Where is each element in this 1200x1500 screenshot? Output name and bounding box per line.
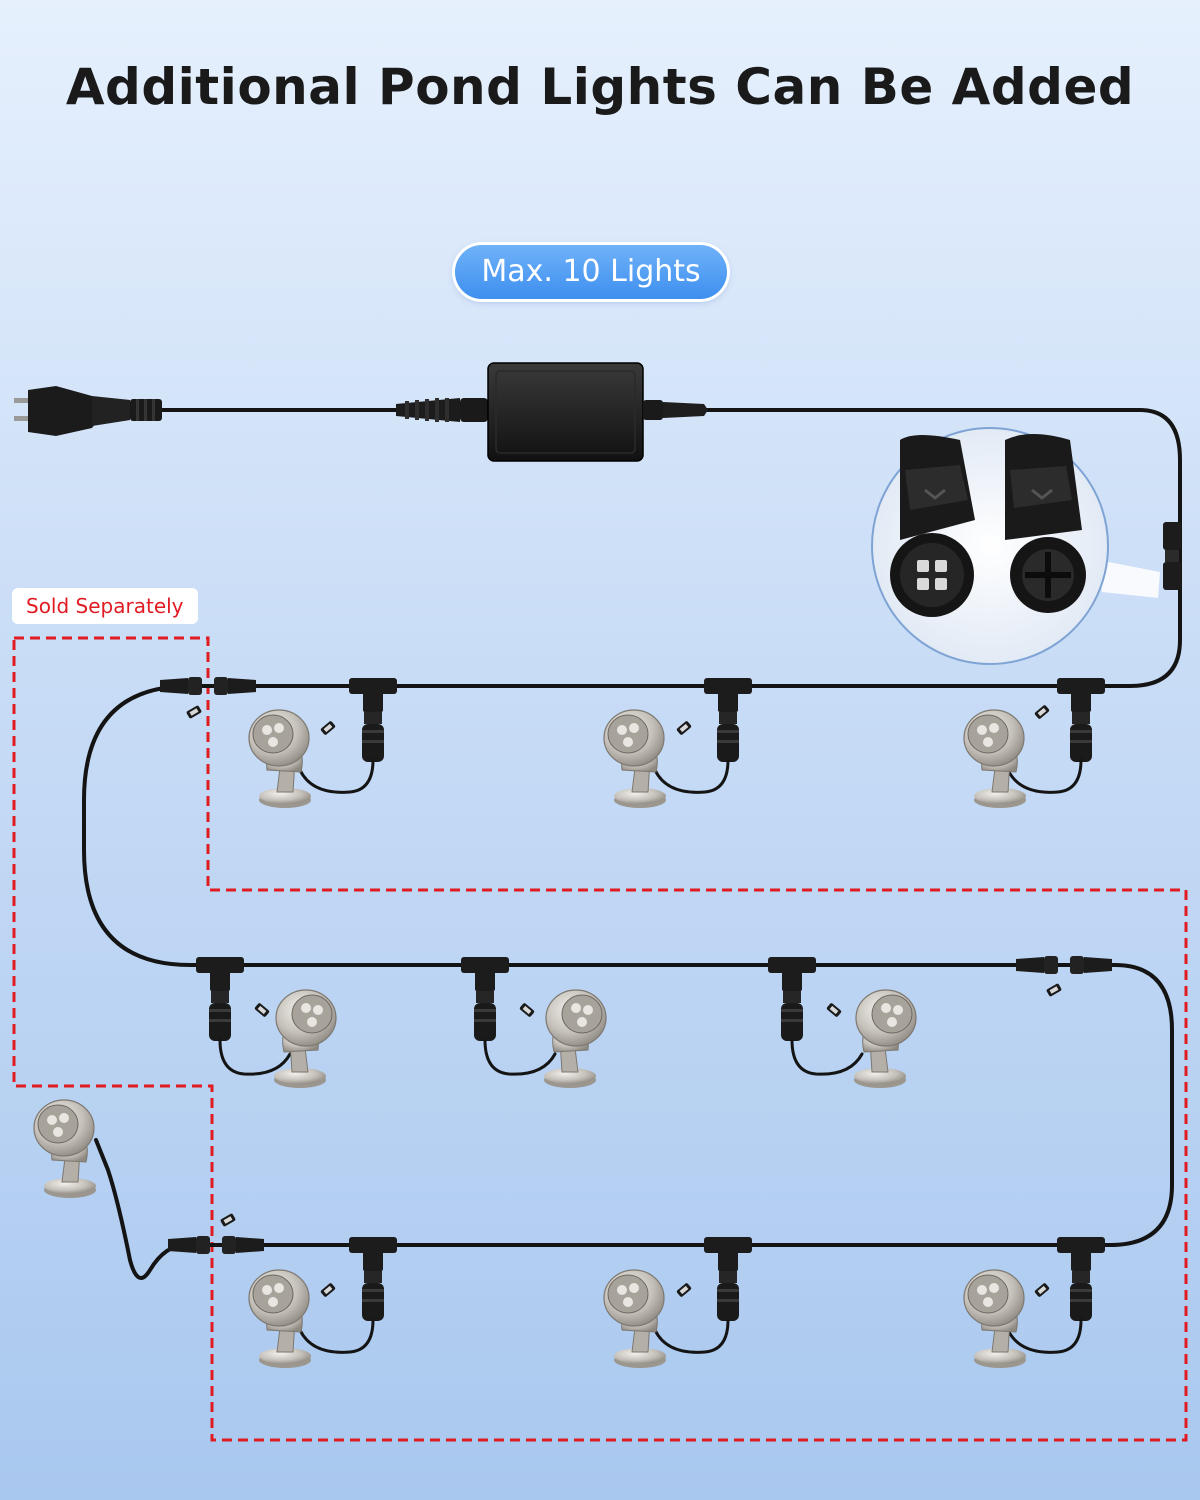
pond-spotlight-icon [273, 989, 337, 1089]
main-cable [82, 408, 1182, 1280]
page-title: Additional Pond Lights Can Be Added [65, 58, 1135, 116]
light-row-3 [248, 1237, 1105, 1369]
power-plug-icon [14, 386, 162, 436]
pond-spotlight-icon [543, 989, 607, 1089]
pond-spotlight-icon [248, 709, 312, 809]
connector-zoom-callout [871, 427, 1160, 665]
pond-spotlight-icon [963, 1269, 1027, 1369]
waterproof-connector-icon [160, 522, 1181, 1254]
power-adapter-icon [396, 362, 708, 462]
light-row-2 [196, 957, 917, 1089]
pond-spotlight-icon [853, 989, 917, 1089]
pond-spotlight-icon [603, 709, 667, 809]
sold-separately-outline [12, 636, 1188, 1442]
sold-separately-label: Sold Separately [12, 588, 198, 624]
pond-spotlight-icon [963, 709, 1027, 809]
light-row-1 [248, 678, 1105, 809]
max-lights-badge: Max. 10 Lights [455, 245, 727, 299]
pond-spotlight-icon [33, 1099, 97, 1199]
pond-spotlight-icon [603, 1269, 667, 1369]
pond-spotlight-icon [248, 1269, 312, 1369]
